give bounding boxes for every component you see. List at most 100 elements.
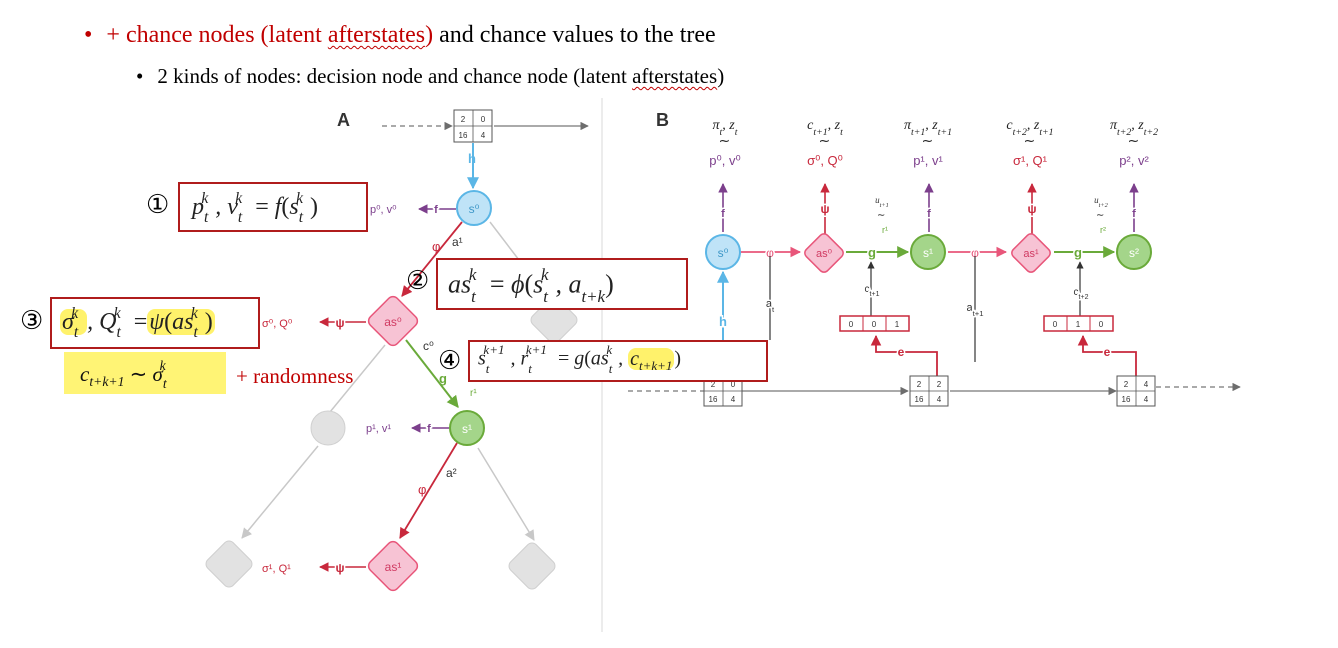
bullet1-afterstates: afterstates [327,22,426,48]
board-cell: 0 [481,115,486,124]
bullet2-text: 2 kinds of nodes: decision node and chan… [157,64,633,88]
chance-node-grey [205,540,253,588]
code-label: ct+1 [865,284,880,298]
code-cell: 0 [849,320,854,329]
prediction-label: p¹, v¹ [913,153,943,168]
board-cell: 16 [1122,395,1131,404]
node-label: s⁰ [718,246,729,260]
approx-sign: ≀ [817,138,833,143]
root-output: p⁰, v⁰ [370,204,397,216]
edge-g-label: g [439,371,447,386]
panel-b-label: B [656,110,669,130]
edge-phi-label: φ [418,482,426,497]
action-label: at+1 [966,302,983,318]
tree-edge-grey [477,447,535,541]
top-label: ct+2, zt+1 [1006,118,1053,138]
code-box-1: 0 0 1 [839,315,910,332]
board-cell: 2 [461,115,466,124]
s1-output: p¹, v¹ [366,423,391,435]
code-cell: 0 [1053,320,1058,329]
prediction-label: p², v² [1119,153,1149,168]
edge-psi-label: ψ [820,202,829,216]
edge-g [405,339,459,408]
top-label: πt+2, zt+2 [1110,118,1158,138]
node-s1 [910,234,946,270]
edge-g-label: g [868,245,876,260]
edge-psi-label: ψ [335,561,344,575]
grey-node [310,410,346,446]
bullet1-red-close: ) [425,22,434,48]
code-cell: 0 [872,320,877,329]
board-b2: 2 4 16 4 [1116,375,1156,407]
top-label: πt+1, zt+1 [904,118,952,138]
panel-a-label: A [337,110,350,130]
chance-node-grey [508,542,556,590]
edge-e-label: e [1104,345,1111,359]
action-label: at [766,298,775,314]
equation-box-1: ptk, vtk = f(stk) [178,182,368,232]
chance-node-as1 [1011,233,1051,273]
board-cell: 4 [937,395,942,404]
node-label: as⁰ [816,248,833,260]
approx-row: ≀ ≀ ≀ ≀ ≀ [717,138,1142,143]
edge-f-label: f [434,204,438,216]
approx-sign: ≀ [717,138,733,143]
reward-label: r¹ [882,225,888,235]
eq-number-1: ① [146,190,170,220]
chance1-output: σ¹, Q¹ [262,563,291,575]
action-a2: a² [446,466,457,480]
node-label: s² [1129,246,1139,260]
node-s0 [705,234,741,270]
bullet1-red-text: + chance nodes (latent [106,22,322,48]
edge-phi [401,221,463,297]
action-a1: a¹ [452,235,463,249]
board-cell: 16 [459,131,468,140]
chance-node-as0 [367,295,419,347]
edge-e-label: e [898,345,905,359]
board-cell: 2 [711,380,716,389]
board-cell: 2 [917,380,922,389]
node-label: as¹ [1023,248,1039,260]
bullet-dot: • [84,22,93,48]
board-cell: 2 [937,380,942,389]
board-a: 2 0 16 4 [453,109,493,143]
board-cell: 4 [731,395,736,404]
chance-node-as0-label: as⁰ [384,315,402,329]
bullet-dot: • [136,64,144,88]
node-s1-label: s¹ [462,422,472,436]
edge-g-label: g [1074,245,1082,260]
node-s1 [449,410,485,446]
sampling-formula: ct+k+1 ∼ σtk [80,358,167,392]
bullet2-afterstates: afterstates [632,64,718,88]
board-cell: 4 [481,131,486,140]
node-label: s¹ [923,246,933,260]
equation-box-3: σtk, Qtk =ψ(astk) [50,297,260,349]
bullet2-close: ) [717,64,725,88]
code-c0: c⁰ [423,339,434,353]
board-cell: 4 [1144,380,1149,389]
top-label: πt, zt [713,118,738,138]
equation-4: stk+1, rtk+1 = g(astk, ct+k+1) [478,342,682,376]
u-label: ut+2 [1094,195,1108,209]
bullet-level1: •+ chance nodes (latent afterstates) and… [84,22,716,49]
code-cell: 0 [1099,320,1104,329]
code-box-2: 0 1 0 [1043,315,1114,332]
top-label: ct+1, zt [807,118,843,138]
approx-sign: ≀ [1094,213,1105,217]
equation-box-2: astk = ϕ(stk, at+k) [436,258,688,310]
tree-edge-grey [329,344,386,413]
equation-box-4: stk+1, rtk+1 = g(astk, ct+k+1) [468,340,768,382]
edge-f-label: f [1132,208,1136,220]
edge-f-label: f [927,208,931,220]
code-label: ct+2 [1074,287,1089,301]
edge-h-label: h [468,151,476,166]
code-cell: 1 [1076,320,1081,329]
edge-e [1077,334,1137,376]
node-s2 [1116,234,1152,270]
chance-output: σ⁰, Q⁰ [262,318,293,330]
edge-e [870,334,938,376]
board-cell: 16 [915,395,924,404]
edge-psi-label: ψ [335,316,344,330]
bullet-level2: • 2 kinds of nodes: decision node and cha… [136,64,724,89]
